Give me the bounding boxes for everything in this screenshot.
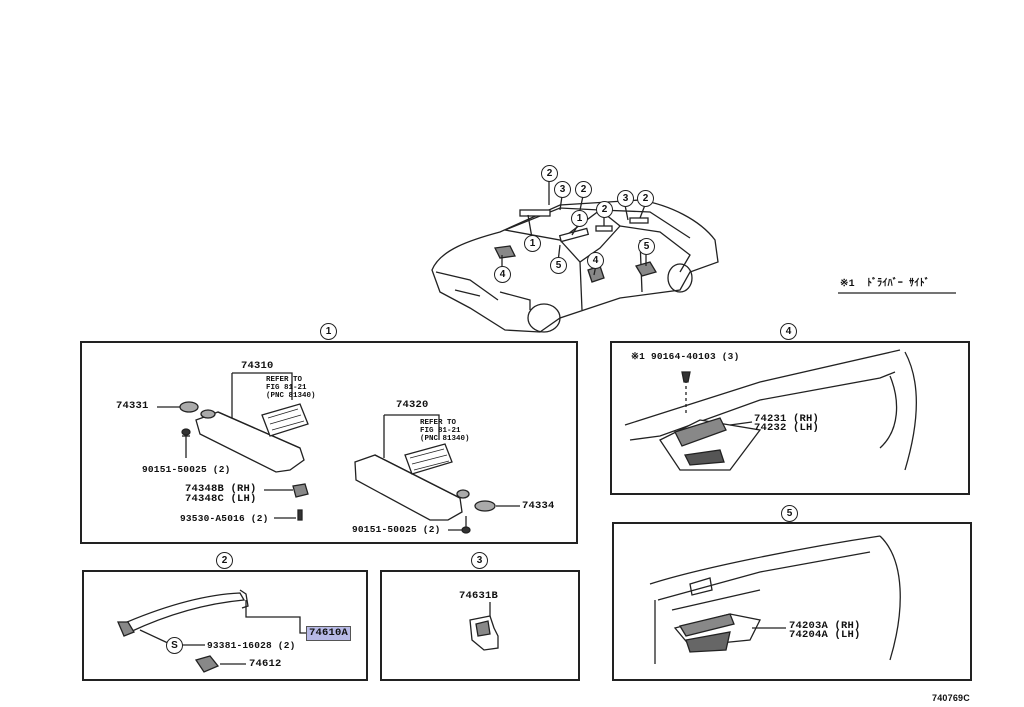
refer-line2: FIG 81-21 <box>266 383 307 392</box>
panel2-lineart <box>117 589 306 673</box>
callout-3: 3 <box>554 181 571 198</box>
panel5-header-callout: 5 <box>781 505 798 522</box>
panel-1-sun-visor <box>80 341 578 544</box>
callout-5: 5 <box>550 257 567 274</box>
part-74612: 74612 <box>249 658 282 670</box>
part-74348c-lh: 74348C (LH) <box>185 493 257 505</box>
callout-4: 4 <box>494 266 511 283</box>
part-74631b: 74631B <box>459 590 499 602</box>
panel4-header-callout: 4 <box>780 323 797 340</box>
callout-2: 2 <box>541 165 558 182</box>
part-74334: 74334 <box>522 500 555 512</box>
refer-line1: REFER TO <box>420 419 457 427</box>
panel-3-coat-hook <box>380 570 580 681</box>
part-74231-rh: 74231 (RH) <box>754 413 820 425</box>
refer-line1: REFER TO <box>266 376 303 384</box>
part-90151-50025-a: 90151-50025 (2) <box>142 464 231 475</box>
driver-side-note: ※1 ﾄﾞﾗｲﾊﾞｰ ｻｲﾄﾞ <box>840 279 930 291</box>
part-74203a-rh: 74203A (RH) <box>789 620 861 632</box>
part-90151-50025-b: 90151-50025 (2) <box>352 524 441 535</box>
refer-note-2: REFER TO FIG 81-21 (PNC 81340) <box>420 419 470 444</box>
part-74232-lh: 74232 (LH) <box>754 422 820 434</box>
s-mark-icon: S <box>166 637 183 654</box>
callout-2: 2 <box>596 201 613 218</box>
part-93381-16028: 93381-16028 (2) <box>207 640 296 651</box>
refer-note-1: REFER TO FIG 81-21 (PNC 81340) <box>266 376 316 401</box>
panel1-header-callout: 1 <box>320 323 337 340</box>
panel4-lineart <box>624 349 917 471</box>
diagram-code: 740769C <box>932 693 970 703</box>
panel-2-assist-grip <box>82 570 368 681</box>
part-74204a-lh: 74204A (LH) <box>789 629 861 641</box>
note-text: ﾄﾞﾗｲﾊﾞｰ ｻｲﾄﾞ <box>866 279 930 290</box>
car-illustration <box>431 178 956 333</box>
panel5-lineart <box>649 535 901 664</box>
panel3-header-callout: 3 <box>471 552 488 569</box>
callout-4: 4 <box>587 252 604 269</box>
part-74610a-highlighted[interactable]: 74610A <box>306 626 352 641</box>
refer-line3: (PNC 81340) <box>420 434 470 443</box>
panel1-lineart <box>157 372 520 534</box>
part-74320: 74320 <box>396 399 429 411</box>
callout-5: 5 <box>638 238 655 255</box>
part-74310: 74310 <box>241 360 274 372</box>
part-93530-a5016: 93530-A5016 (2) <box>180 513 269 524</box>
panel-4-front-door-switch <box>610 341 970 495</box>
callout-3: 3 <box>617 190 634 207</box>
panel2-header-callout: 2 <box>216 552 233 569</box>
note-mark: ※1 <box>840 279 855 290</box>
callout-1: 1 <box>524 235 541 252</box>
part-74331: 74331 <box>116 400 149 412</box>
panel-5-rear-door-switch <box>612 522 972 681</box>
part-90164-40103: ※1 90164-40103 (3) <box>631 351 740 362</box>
part-74348b-rh: 74348B (RH) <box>185 483 257 495</box>
panel3-lineart <box>469 602 499 651</box>
callout-2: 2 <box>637 190 654 207</box>
refer-line3: (PNC 81340) <box>266 391 316 400</box>
refer-line2: FIG 81-21 <box>420 426 461 435</box>
callout-2: 2 <box>575 181 592 198</box>
callout-1: 1 <box>571 210 588 227</box>
